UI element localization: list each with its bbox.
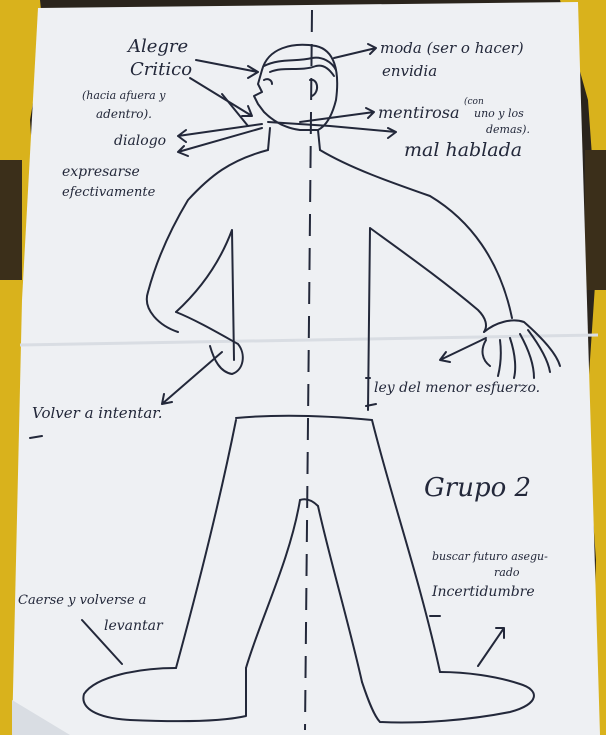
note-ley: ley del menor esfuerzo. — [374, 380, 540, 396]
note-expresarse-1: expresarse — [62, 164, 140, 180]
note-buscar-1: buscar futuro asegu- — [432, 550, 548, 563]
cloth-dark-stripe-2 — [0, 160, 22, 280]
note-hacia-2: adentro). — [96, 107, 152, 121]
note-moda: moda (ser o hacer) — [380, 39, 524, 57]
note-alegre: Alegre — [126, 36, 188, 57]
note-mal-hablada: mal hablada — [404, 139, 522, 161]
cloth-dark-stripe — [585, 150, 606, 290]
note-incertidumbre: Incertidumbre — [431, 584, 535, 600]
note-con-uno-3: demas). — [486, 123, 530, 136]
note-buscar-2: rado — [494, 566, 520, 579]
note-critico: Critico — [130, 59, 192, 80]
note-dialogo: dialogo — [114, 133, 166, 149]
note-con-uno-2: uno y los — [474, 107, 524, 120]
note-con-uno-1: (con — [464, 96, 484, 107]
note-caerse-1: Caerse y volverse a — [18, 593, 146, 608]
note-volver: Volver a intentar. — [32, 404, 163, 422]
note-expresarse-2: efectivamente — [62, 185, 156, 200]
note-hacia-1: (hacia afuera y — [82, 89, 166, 102]
note-grupo: Grupo 2 — [424, 473, 531, 503]
note-envidia: envidia — [382, 62, 437, 80]
note-caerse-2: levantar — [104, 618, 164, 634]
note-mentirosa: mentirosa — [378, 103, 460, 122]
